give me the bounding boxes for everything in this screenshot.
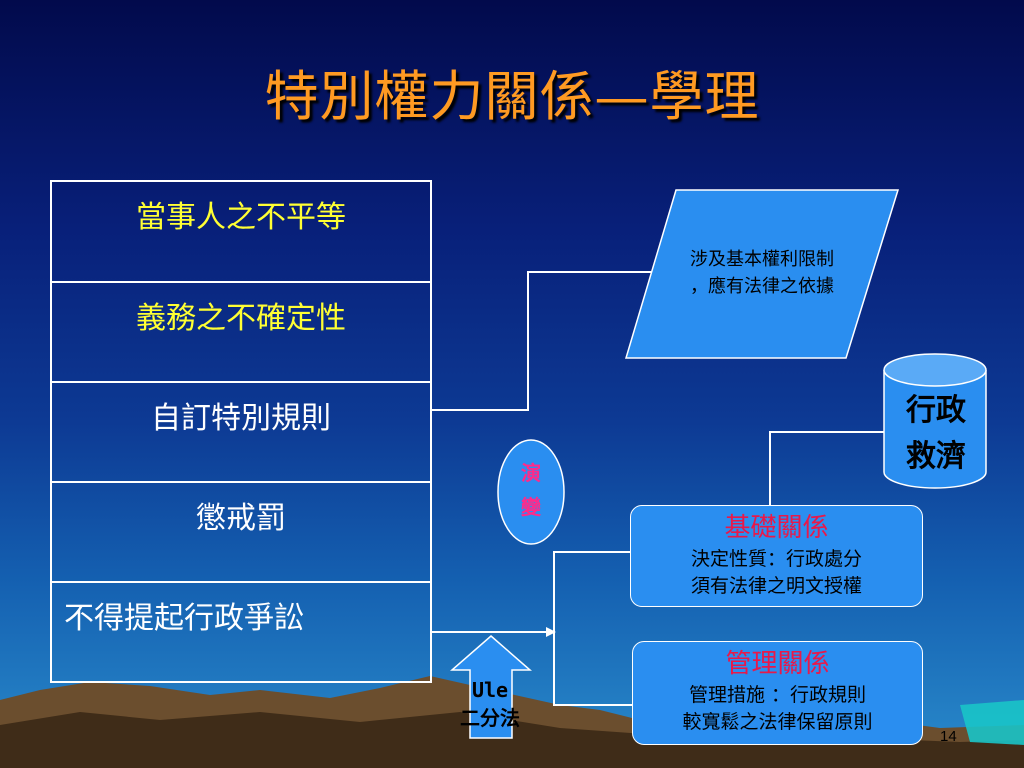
- ellipse-label: 演 變: [498, 456, 564, 524]
- up-arrow-shape: [449, 635, 533, 739]
- cylinder-line: 救濟: [906, 439, 966, 474]
- basic-relation-line: 決定性質：行政處分: [690, 548, 862, 570]
- basic-relation-line: 須有法律之明文授權: [690, 575, 862, 597]
- ellipse-line: 變: [521, 495, 541, 519]
- mountain-shadow: [0, 712, 1024, 768]
- parallelogram-line: 涉及基本權利限制: [690, 249, 834, 270]
- slide-title: 特別權力關係—學理: [264, 65, 760, 128]
- connector-rule-to-parallelogram: [432, 271, 658, 411]
- table-cell: 當事人之不平等: [136, 200, 346, 235]
- cylinder-shape: [883, 353, 987, 489]
- table-cell: 義務之不確定性: [136, 301, 346, 336]
- management-relation-line: 管理措施 ：行政規則: [688, 684, 867, 706]
- table-cell: 自訂特別規則: [151, 401, 331, 436]
- management-relation-line: 較寬鬆之法律保留原則: [682, 711, 873, 733]
- ellipse-line: 演: [521, 461, 541, 485]
- table-cell: 懲戒罰: [196, 501, 286, 536]
- ellipse-shape: [497, 439, 565, 545]
- table-row: 當事人之不平等: [52, 182, 430, 283]
- bracket-boxes: [553, 551, 632, 706]
- teal-sea: [960, 700, 1024, 745]
- parallelogram-label: 涉及基本權利限制 ，應有法律之依據: [646, 246, 878, 300]
- ule-arrow-label: Ule 二分法: [450, 676, 530, 732]
- arrowhead-litigation: [546, 627, 556, 637]
- table-row: 懲戒罰: [52, 483, 430, 583]
- table-row: 自訂特別規則: [52, 383, 430, 483]
- management-relation-title: 管理關係: [725, 649, 830, 679]
- basic-relation-title: 基礎關係: [724, 513, 829, 543]
- ule-line: 二分法: [460, 706, 520, 730]
- page-number: 14: [940, 728, 957, 745]
- parallelogram-shape: [624, 189, 900, 359]
- table-row: 不得提起行政爭訟: [52, 583, 430, 681]
- table-row: 義務之不確定性: [52, 283, 430, 383]
- cylinder-label: 行政 救濟: [886, 388, 986, 480]
- parallelogram-line: ，應有法律之依據: [690, 276, 834, 297]
- basic-relation-box: 基礎關係 決定性質：行政處分 須有法律之明文授權: [630, 505, 923, 607]
- conditions-table: 當事人之不平等 義務之不確定性 自訂特別規則 懲戒罰 不得提起行政爭訟: [50, 180, 432, 683]
- cylinder-line: 行政: [906, 393, 966, 428]
- management-relation-box: 管理關係 管理措施 ：行政規則 較寬鬆之法律保留原則: [632, 641, 923, 745]
- table-cell: 不得提起行政爭訟: [64, 601, 304, 636]
- ule-line: Ule: [471, 678, 509, 702]
- connector-basic-to-cylinder: [769, 431, 884, 505]
